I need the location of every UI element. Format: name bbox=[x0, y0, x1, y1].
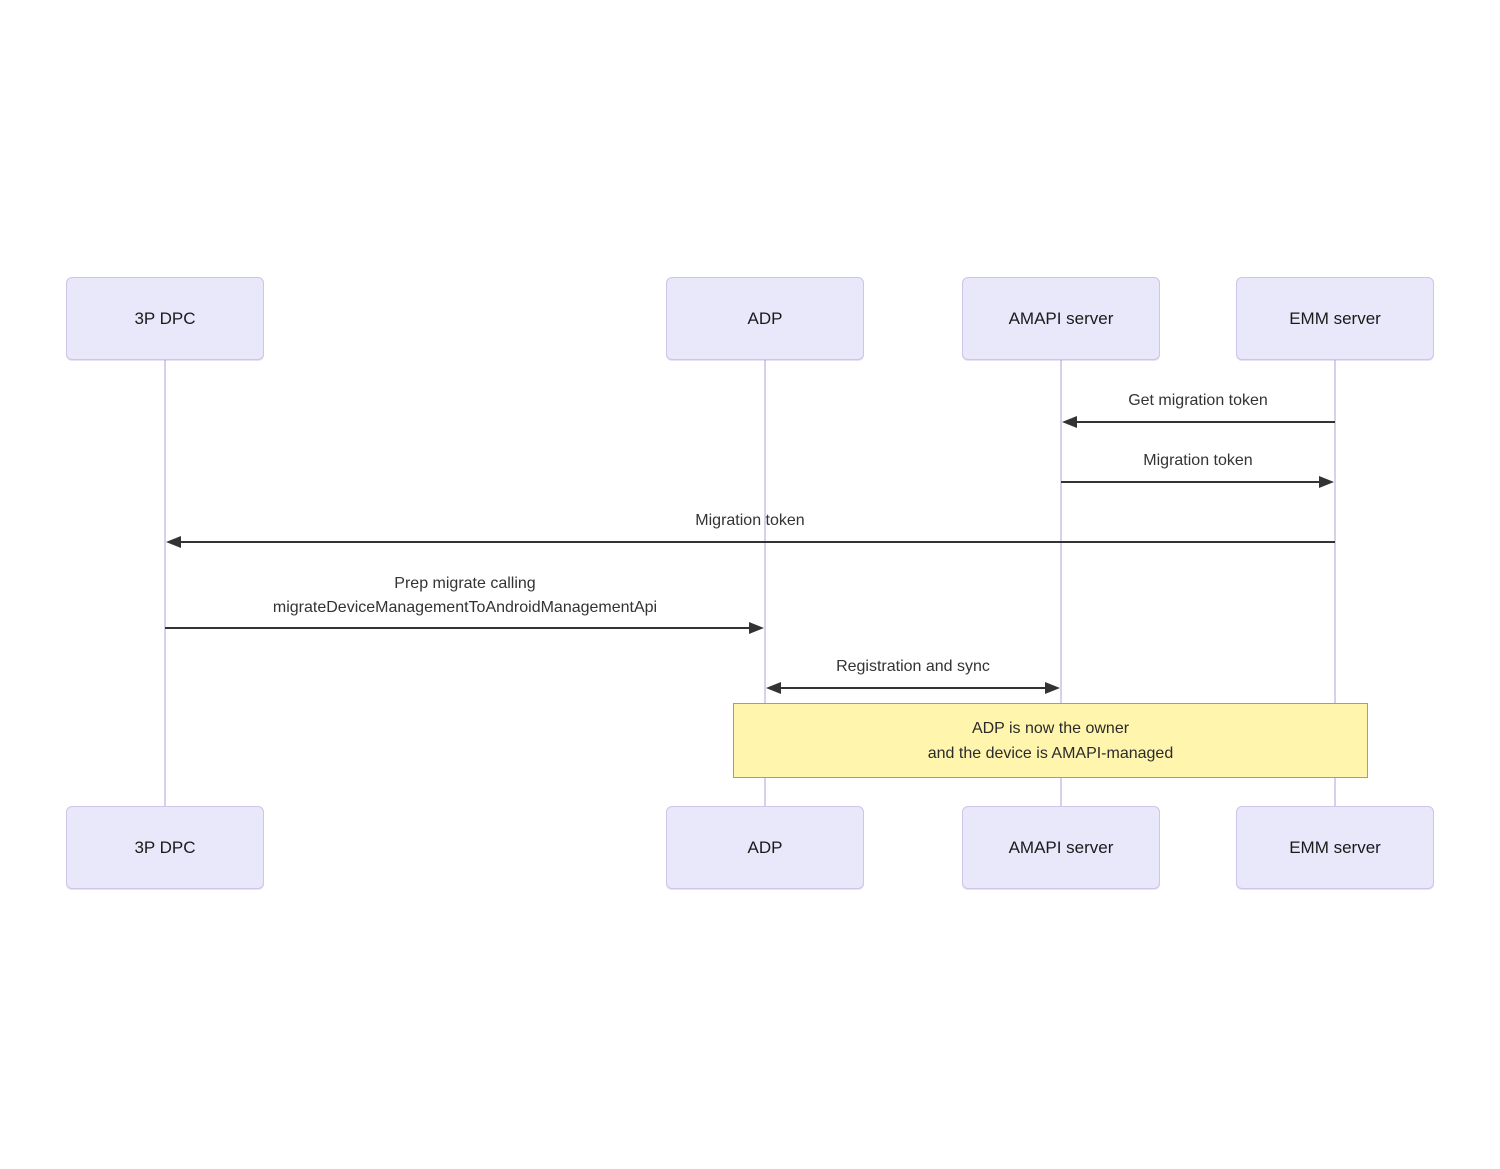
note-line1: ADP is now the owner bbox=[971, 720, 1130, 737]
message-label-prep-migrate: Prep migrate calling migrateDeviceManage… bbox=[165, 572, 765, 620]
message-label-prep-migrate-line1: Prep migrate calling bbox=[394, 575, 536, 592]
message-label-migration-token-to-emm: Migration token bbox=[1143, 452, 1253, 469]
note-line2: and the device is AMAPI-managed bbox=[927, 745, 1174, 762]
message-label-migration-token-to-3p-dpc: Migration token bbox=[695, 512, 805, 529]
arrowhead-right-migration-token-to-emm bbox=[1319, 476, 1334, 488]
arrowhead-right-prep-migrate bbox=[749, 622, 764, 634]
arrowhead-left-migration-token-to-3p-dpc bbox=[166, 536, 181, 548]
message-label-registration-and-sync: Registration and sync bbox=[836, 658, 990, 675]
actor-3p-dpc-bottom: 3P DPC bbox=[66, 806, 264, 889]
actor-emm-server-bottom: EMM server bbox=[1236, 806, 1434, 889]
actor-adp-top: ADP bbox=[666, 277, 864, 360]
actor-amapi-server-bottom: AMAPI server bbox=[962, 806, 1160, 889]
actor-amapi-server-top: AMAPI server bbox=[962, 277, 1160, 360]
arrowhead-left-registration-and-sync bbox=[766, 682, 781, 694]
arrowhead-left-get-migration-token bbox=[1062, 416, 1077, 428]
actor-emm-server-top: EMM server bbox=[1236, 277, 1434, 360]
note-adp-owner: ADP is now the owner and the device is A… bbox=[733, 703, 1368, 778]
message-label-get-migration-token: Get migration token bbox=[1128, 392, 1268, 409]
actor-adp-bottom: ADP bbox=[666, 806, 864, 889]
message-label-prep-migrate-line2: migrateDeviceManagementToAndroidManageme… bbox=[272, 599, 658, 616]
arrowhead-right-registration-and-sync bbox=[1045, 682, 1060, 694]
actor-3p-dpc-top: 3P DPC bbox=[66, 277, 264, 360]
